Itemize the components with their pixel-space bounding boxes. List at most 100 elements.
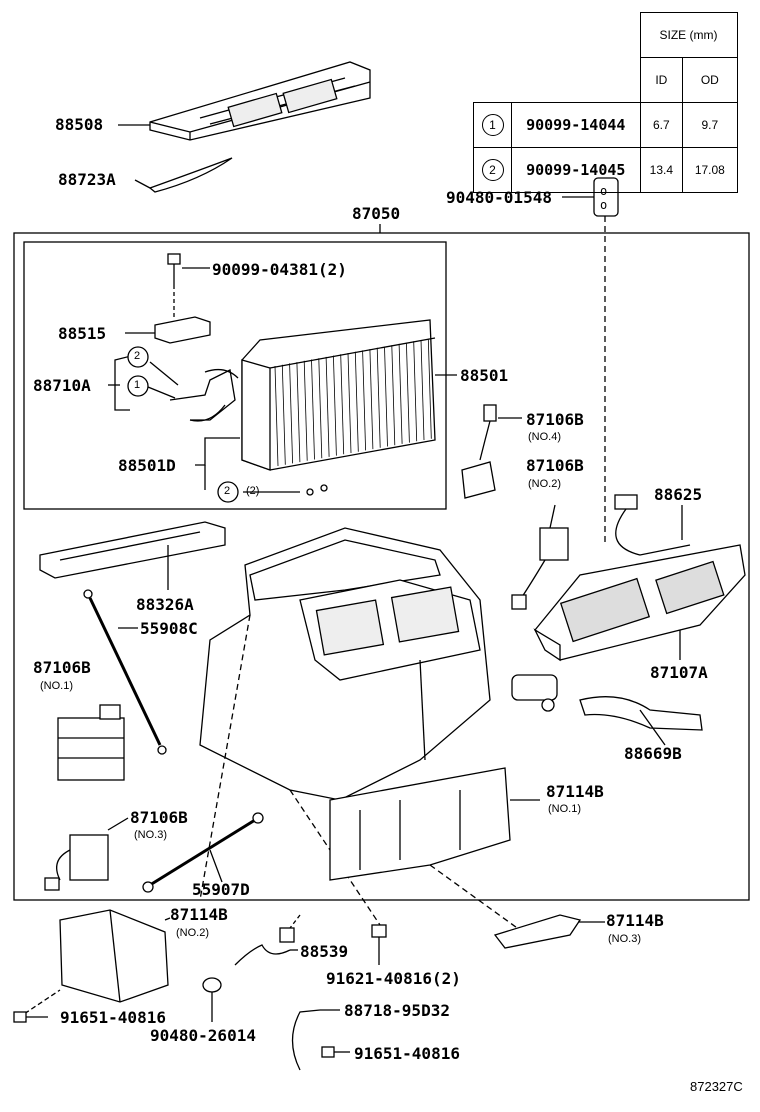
label-no1b: (NO.1) — [548, 803, 581, 815]
label-91651-40816-a: 91651-40816 — [60, 1008, 166, 1027]
rod-55908C — [83, 589, 167, 755]
evaporator-fin — [296, 362, 301, 463]
duct-87114B-no2 — [17, 909, 171, 1019]
evaporator-fin — [281, 364, 286, 465]
bolt-91651-40816-a — [13, 1011, 48, 1023]
label-88539: 88539 — [300, 942, 349, 961]
evaporator-fins — [274, 338, 432, 467]
evaporator-fin — [427, 338, 432, 439]
size-header: SIZE (mm) — [639, 12, 738, 58]
size-table: SIZE (mm) ID OD 1 90099-14044 6.7 9.7 2 … — [473, 12, 738, 193]
evaporator-fin — [318, 358, 323, 459]
evaporator-fin — [406, 342, 410, 443]
label-88669B: 88669B — [624, 744, 682, 763]
callout-circle-2b — [217, 481, 239, 503]
label-55907D: 55907D — [192, 880, 250, 899]
evaporator-fin — [369, 349, 374, 450]
evaporator-fin — [325, 356, 330, 457]
evaporator-fin — [289, 363, 293, 464]
callout-2b-text: 2 — [224, 485, 231, 497]
pipe-88669B — [579, 696, 703, 746]
label-no3: (NO.3) — [134, 829, 167, 841]
row-od: 9.7 — [682, 102, 738, 148]
label-87114B-c: 87114B — [606, 911, 664, 930]
grommet-90480-26014 — [202, 977, 222, 1022]
svg-text:o: o — [600, 198, 607, 212]
bolt-91651-40816-b — [321, 1046, 350, 1058]
figure-code: 872327C — [690, 1079, 743, 1094]
label-87050: 87050 — [352, 204, 401, 223]
row-part-number: 90099-14044 — [511, 102, 641, 148]
actuator-87106B-no3 — [44, 817, 129, 891]
evaporator-fin — [362, 350, 366, 451]
evaporator-fin — [340, 354, 345, 455]
evaporator-fin — [354, 351, 359, 452]
label-88326A: 88326A — [136, 595, 194, 614]
label-88723A: 88723A — [58, 170, 116, 189]
evaporator-fin — [376, 347, 381, 448]
evaporator-fin — [333, 355, 337, 456]
label-no3b: (NO.3) — [608, 933, 641, 945]
duct-87114B-no1 — [329, 767, 540, 931]
valve-88710A — [108, 354, 239, 422]
assembly-frame — [13, 232, 750, 901]
evaporator-leaders — [195, 374, 457, 496]
label-87106B-b: 87106B — [526, 456, 584, 475]
label-87106B-a: 87106B — [526, 410, 584, 429]
bracket-88326A — [39, 521, 226, 590]
label-87114B-a: 87114B — [546, 782, 604, 801]
bolt-90099-04381 — [167, 253, 210, 318]
label-90480-01548: 90480-01548 — [446, 188, 552, 207]
label-55908C: 55908C — [140, 619, 198, 638]
label-88515: 88515 — [58, 324, 107, 343]
evaporator-fin — [413, 341, 418, 442]
row-part-number: 90099-14045 — [511, 147, 641, 193]
label-91651-40816-b: 91651-40816 — [354, 1044, 460, 1063]
sensor-87106B-no2 — [511, 504, 569, 610]
rod-55907D — [142, 812, 264, 893]
label-88625: 88625 — [654, 485, 703, 504]
gasket-88723A — [134, 157, 233, 193]
label-no1: (NO.1) — [40, 680, 73, 692]
row-od: 17.08 — [682, 147, 738, 193]
evaporator-fin — [398, 343, 403, 444]
label-88710A: 88710A — [33, 376, 91, 395]
label-88508: 88508 — [55, 115, 104, 134]
actuator-87106B-no1 — [57, 704, 125, 781]
row-mark: 2 — [481, 159, 504, 181]
callout-2a-text: 2 — [134, 350, 141, 362]
label-87106B-d: 87106B — [130, 808, 188, 827]
label-no2b: (NO.2) — [176, 927, 209, 939]
label-87106B-c: 87106B — [33, 658, 91, 677]
block-88515 — [125, 316, 211, 344]
label-90099-04381: 90099-04381(2) — [212, 260, 347, 279]
row-id: 6.7 — [639, 102, 684, 148]
callout-1-text: 1 — [134, 379, 141, 391]
evaporator-fin — [274, 365, 279, 467]
evaporator-fin — [420, 339, 425, 441]
od-header: OD — [682, 57, 738, 103]
label-87114B-b: 87114B — [170, 905, 228, 924]
callout-circle-2a — [127, 346, 149, 368]
housing-87050 — [199, 527, 491, 926]
label-no4: (NO.4) — [528, 431, 561, 443]
id-header: ID — [639, 57, 684, 103]
evaporator-88501 — [241, 319, 436, 471]
evaporator-fin — [384, 346, 388, 447]
row-id: 13.4 — [639, 147, 684, 193]
pipe-88625 — [614, 494, 691, 556]
table-row: 2 90099-14045 13.4 17.08 — [473, 147, 738, 193]
label-88501D: 88501D — [118, 456, 176, 475]
label-90480-26014: 90480-26014 — [150, 1026, 256, 1045]
callout-circle-1 — [127, 375, 149, 397]
evaporator-fin — [347, 352, 352, 454]
heater-core-87107A — [533, 544, 746, 662]
hose-88539 — [234, 914, 301, 966]
evaporator-fin — [303, 360, 308, 461]
label-87107A: 87107A — [650, 663, 708, 682]
row-mark: 1 — [481, 114, 504, 136]
label-no2: (NO.2) — [528, 478, 561, 490]
label-88501: 88501 — [460, 366, 509, 385]
evaporator-fin — [391, 345, 396, 446]
